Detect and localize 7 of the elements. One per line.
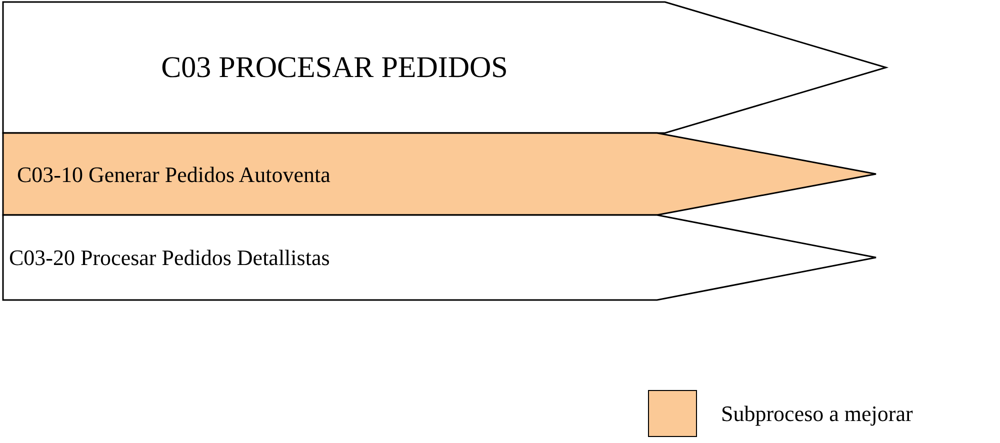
process-label: C03 PROCESAR PEDIDOS (161, 50, 508, 86)
process-arrow-shape (3, 2, 886, 133)
process-arrow-shape (3, 215, 876, 300)
process-label: C03-20 Procesar Pedidos Detallistas (9, 244, 330, 272)
process-arrow-shape (3, 133, 876, 215)
process-label: C03-10 Generar Pedidos Autoventa (17, 160, 330, 188)
legend-label: Subproceso a mejorar (721, 400, 913, 428)
